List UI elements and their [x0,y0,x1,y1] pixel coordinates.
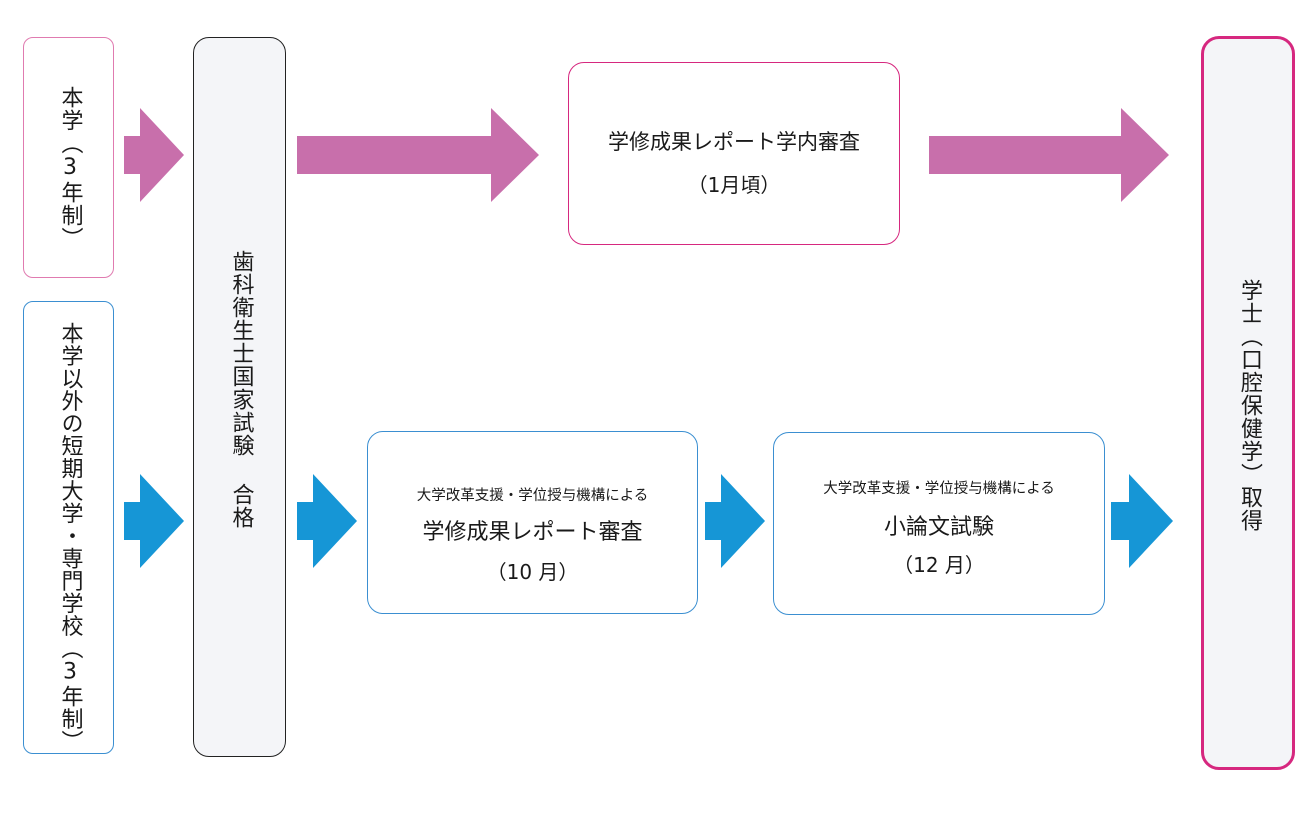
report-review-title: 学修成果レポート審査 [422,520,643,545]
track-honbu-box: 本学（3年制） [23,37,114,278]
report-review-box: 大学改革支援・学位授与機構による 学修成果レポート審査 （10 月） [367,431,698,614]
pink-arrow-icon [124,108,184,202]
degree-label: 学士（口腔保健学）取得 [1237,279,1262,532]
internal-review-title: 学修成果レポート学内審査 [608,130,860,154]
blue-arrow-icon [1111,474,1173,568]
internal-review-period: （1月頃） [687,173,781,197]
exam-pass-column: 歯科衛生士国家試験 合格 [193,37,286,757]
internal-review-box: 学修成果レポート学内審査 （1月頃） [568,62,900,245]
pink-arrow-icon [297,108,539,202]
exam-pass-label: 歯科衛生士国家試験 合格 [228,250,254,529]
blue-arrow-icon [124,474,184,568]
report-review-org: 大学改革支援・学位授与機構による [416,488,649,504]
essay-exam-org: 大学改革支援・学位授与機構による [823,481,1055,497]
pink-arrow-icon [929,108,1169,202]
blue-arrow-icon [705,474,765,568]
degree-column: 学士（口腔保健学）取得 [1201,36,1295,770]
track-other-label: 本学以外の短期大学・専門学校（3年制） [57,322,83,753]
essay-exam-box: 大学改革支援・学位授与機構による 小論文試験 （12 月） [773,432,1105,615]
blue-arrow-icon [297,474,357,568]
essay-exam-period: （12 月） [893,553,985,577]
track-other-box: 本学以外の短期大学・専門学校（3年制） [23,301,114,754]
report-review-period: （10 月） [486,560,579,584]
track-honbu-label: 本学（3年制） [57,86,83,250]
essay-exam-title: 小論文試験 [883,515,994,540]
